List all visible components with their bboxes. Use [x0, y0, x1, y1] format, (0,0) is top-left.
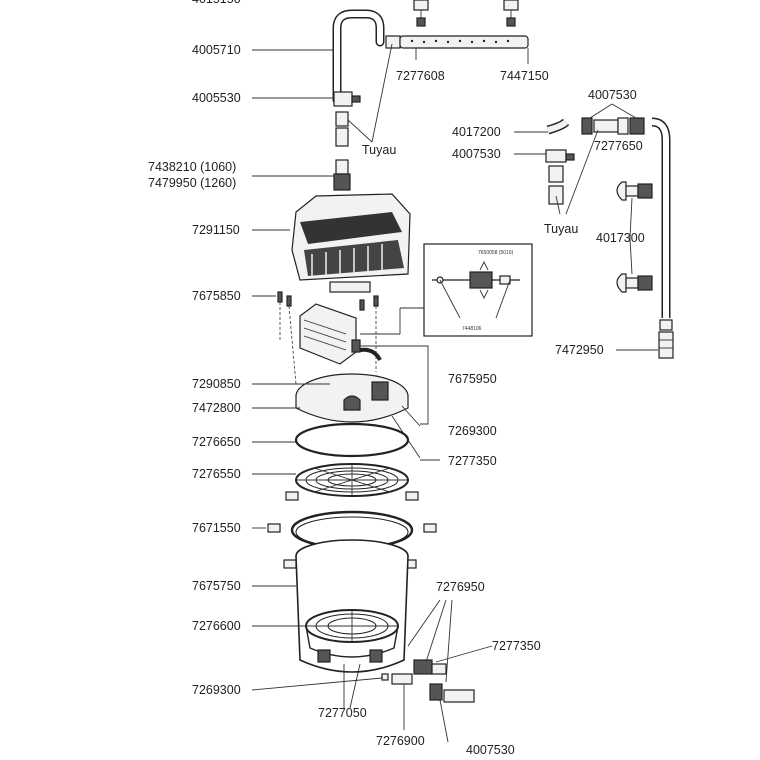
top-valve-right — [503, 0, 519, 27]
suction-cup-lower — [616, 273, 653, 293]
label-tuyau-left: Tuyau — [362, 143, 397, 157]
motor-block — [299, 303, 361, 365]
pump-head — [291, 193, 411, 293]
connector-4007530-right — [545, 149, 575, 205]
label-4007530-top: 4007530 — [588, 88, 637, 102]
screws — [277, 291, 379, 385]
elbow-4017200 — [546, 118, 570, 135]
label-7277050: 7277050 — [318, 706, 367, 720]
intake-strainer — [658, 319, 674, 359]
top-valve-left — [413, 0, 429, 27]
bracket-7675950 — [420, 345, 429, 425]
label-7276650: 7276650 — [192, 435, 241, 449]
label-7277350-mid: 7277350 — [448, 454, 497, 468]
bent-pipe — [332, 9, 385, 105]
leader-lines — [251, 48, 658, 691]
inset-label-top: 7650058 (5016) — [478, 250, 514, 256]
label-7675850: 7675850 — [192, 289, 241, 303]
label-7675950: 7675950 — [448, 372, 497, 386]
label-4017300: 4017300 — [596, 231, 645, 245]
filter-basket — [295, 463, 409, 497]
label-4017200: 4017200 — [452, 125, 501, 139]
label-7675750: 7675750 — [192, 579, 241, 593]
label-7277650: 7277650 — [594, 139, 643, 153]
spray-bar — [385, 35, 529, 49]
hose-connector — [333, 159, 351, 191]
label-4005710: 4005710 — [192, 43, 241, 57]
label-7276600: 7276600 — [192, 619, 241, 633]
bottom-valves — [317, 649, 475, 703]
bottom-basket — [305, 609, 399, 658]
label-top-cut: 4015150 — [192, 0, 241, 6]
label-7472950: 7472950 — [555, 343, 604, 357]
label-7269300-right: 7269300 — [448, 424, 497, 438]
label-7438210: 7438210 (1060) — [148, 160, 237, 174]
label-7479950: 7479950 (1260) — [148, 176, 237, 190]
inset-label-bottom: 7448106 — [462, 326, 482, 332]
label-7276900: 7276900 — [376, 734, 425, 748]
label-4005530: 4005530 — [192, 91, 241, 105]
connector-4007530-top — [581, 117, 645, 135]
label-7291150: 7291150 — [192, 223, 240, 237]
o-ring — [294, 422, 410, 458]
label-7276950: 7276950 — [436, 580, 485, 594]
suction-cup-upper — [616, 181, 653, 201]
connector-4005530 — [333, 91, 361, 147]
canister-body — [295, 539, 409, 673]
label-7277608: 7277608 — [396, 69, 445, 83]
label-tuyau-right: Tuyau — [544, 222, 579, 236]
label-7472800: 7472800 — [192, 401, 241, 415]
label-7276550: 7276550 — [192, 467, 241, 481]
impeller-inset — [423, 243, 533, 337]
label-7269300-left: 7269300 — [192, 683, 241, 697]
label-7277350-bottom: 7277350 — [492, 639, 541, 653]
label-4007530-bottom: 4007530 — [466, 743, 515, 757]
label-7447150: 7447150 — [500, 69, 549, 83]
label-4007530-right: 4007530 — [452, 147, 501, 161]
filter-lid — [295, 373, 409, 423]
label-7671550: 7671550 — [192, 521, 241, 535]
label-7290850: 7290850 — [192, 377, 241, 391]
